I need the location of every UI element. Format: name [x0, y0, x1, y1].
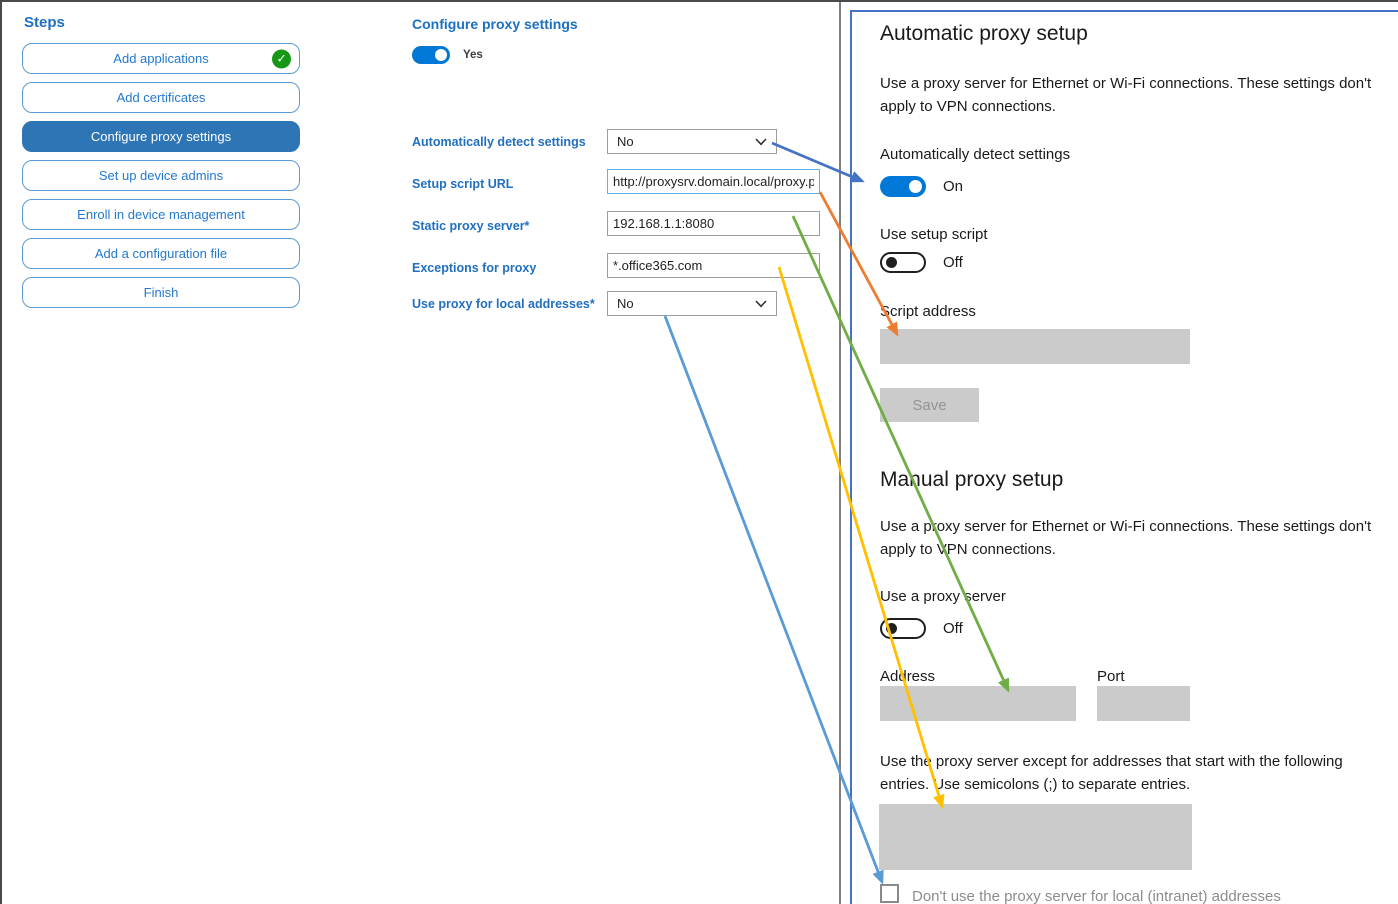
- selected-value: No: [617, 134, 634, 149]
- use-setup-script-label: Use setup script: [880, 226, 988, 243]
- auto-detect-label: Automatically detect settings: [412, 135, 586, 149]
- proxy-port-input[interactable]: [1097, 686, 1190, 721]
- sidebar-item-configure-proxy-settings[interactable]: Configure proxy settings: [22, 121, 300, 152]
- chevron-down-icon: [755, 299, 767, 307]
- script-address-input[interactable]: [880, 329, 1190, 364]
- script-address-label: Script address: [880, 303, 976, 320]
- address-label: Address: [880, 668, 936, 685]
- step-label: Finish: [143, 285, 179, 300]
- proxy-address-input[interactable]: [880, 686, 1076, 721]
- sidebar-item-add-a-configuration-file[interactable]: Add a configuration file: [22, 238, 300, 269]
- exceptions-for-proxy-label: Exceptions for proxy: [412, 261, 537, 275]
- sidebar-item-add-applications[interactable]: Add applications ✓: [22, 43, 300, 74]
- use-a-proxy-server-state: Off: [943, 620, 963, 637]
- manual-proxy-description: Use a proxy server for Ethernet or Wi-Fi…: [880, 518, 1372, 558]
- local-intranet-row: Don't use the proxy server for local (in…: [880, 884, 1281, 904]
- configure-proxy-toggle[interactable]: [412, 46, 450, 64]
- toggle-knob: [886, 623, 897, 634]
- auto-detect-settings-toggle[interactable]: [880, 176, 926, 197]
- exceptions-for-proxy-input[interactable]: [607, 253, 820, 278]
- automatic-proxy-description: Use a proxy server for Ethernet or Wi-Fi…: [880, 75, 1372, 115]
- local-intranet-checkbox-label: Don't use the proxy server for local (in…: [912, 888, 1281, 904]
- step-label: Enroll in device management: [77, 207, 245, 222]
- steps-sidebar: Steps Add applications ✓ Add certificate…: [22, 12, 312, 316]
- chevron-down-icon: [755, 137, 767, 145]
- manual-proxy-setup-title: Manual proxy setup: [880, 468, 1064, 491]
- step-label: Configure proxy settings: [90, 129, 232, 144]
- auto-detect-settings-label: Automatically detect settings: [880, 146, 1071, 163]
- sidebar-item-set-up-device-admins[interactable]: Set up device admins: [22, 160, 300, 191]
- local-intranet-checkbox[interactable]: [880, 884, 899, 903]
- configure-proxy-form: Configure proxy settings Yes Automatical…: [412, 2, 837, 904]
- auto-detect-settings-state: On: [943, 178, 964, 195]
- sidebar-item-enroll-in-device-management[interactable]: Enroll in device management: [22, 199, 300, 230]
- step-label: Add certificates: [116, 90, 206, 105]
- form-title: Configure proxy settings: [412, 16, 578, 32]
- static-proxy-server-input[interactable]: [607, 211, 820, 236]
- setup-script-url-input[interactable]: [607, 169, 820, 194]
- selected-value: No: [617, 296, 634, 311]
- use-proxy-local-label: Use proxy for local addresses*: [412, 297, 595, 311]
- step-label: Add applications: [113, 51, 209, 66]
- setup-script-url-label: Setup script URL: [412, 177, 514, 191]
- step-label: Add a configuration file: [94, 246, 228, 261]
- auto-detect-select[interactable]: No: [607, 129, 777, 154]
- automatic-proxy-setup-title: Automatic proxy setup: [880, 22, 1088, 45]
- toggle-knob: [886, 257, 897, 268]
- steps-title: Steps: [24, 14, 65, 31]
- toggle-knob: [435, 49, 447, 61]
- step-label: Set up device admins: [98, 168, 224, 183]
- proxy-exceptions-note: Use the proxy server except for addresse…: [880, 753, 1343, 793]
- use-a-proxy-server-toggle[interactable]: [880, 618, 926, 639]
- use-a-proxy-server-label: Use a proxy server: [880, 588, 1006, 605]
- save-button[interactable]: Save: [880, 388, 979, 422]
- sidebar-item-add-certificates[interactable]: Add certificates: [22, 82, 300, 113]
- static-proxy-server-label: Static proxy server*: [412, 219, 530, 233]
- toggle-knob: [909, 180, 922, 193]
- use-setup-script-toggle[interactable]: [880, 252, 926, 273]
- configure-proxy-toggle-row: Yes: [412, 46, 483, 64]
- sidebar-item-finish[interactable]: Finish: [22, 277, 300, 308]
- windows-proxy-settings-panel: Automatic proxy setup Use a proxy server…: [850, 10, 1398, 904]
- port-label: Port: [1097, 668, 1125, 685]
- window-divider: [839, 2, 841, 904]
- use-proxy-local-select[interactable]: No: [607, 291, 777, 316]
- use-setup-script-state: Off: [943, 254, 963, 271]
- completed-check-icon: ✓: [272, 49, 291, 68]
- proxy-exceptions-textarea[interactable]: [879, 804, 1192, 870]
- configure-proxy-toggle-label: Yes: [463, 49, 483, 61]
